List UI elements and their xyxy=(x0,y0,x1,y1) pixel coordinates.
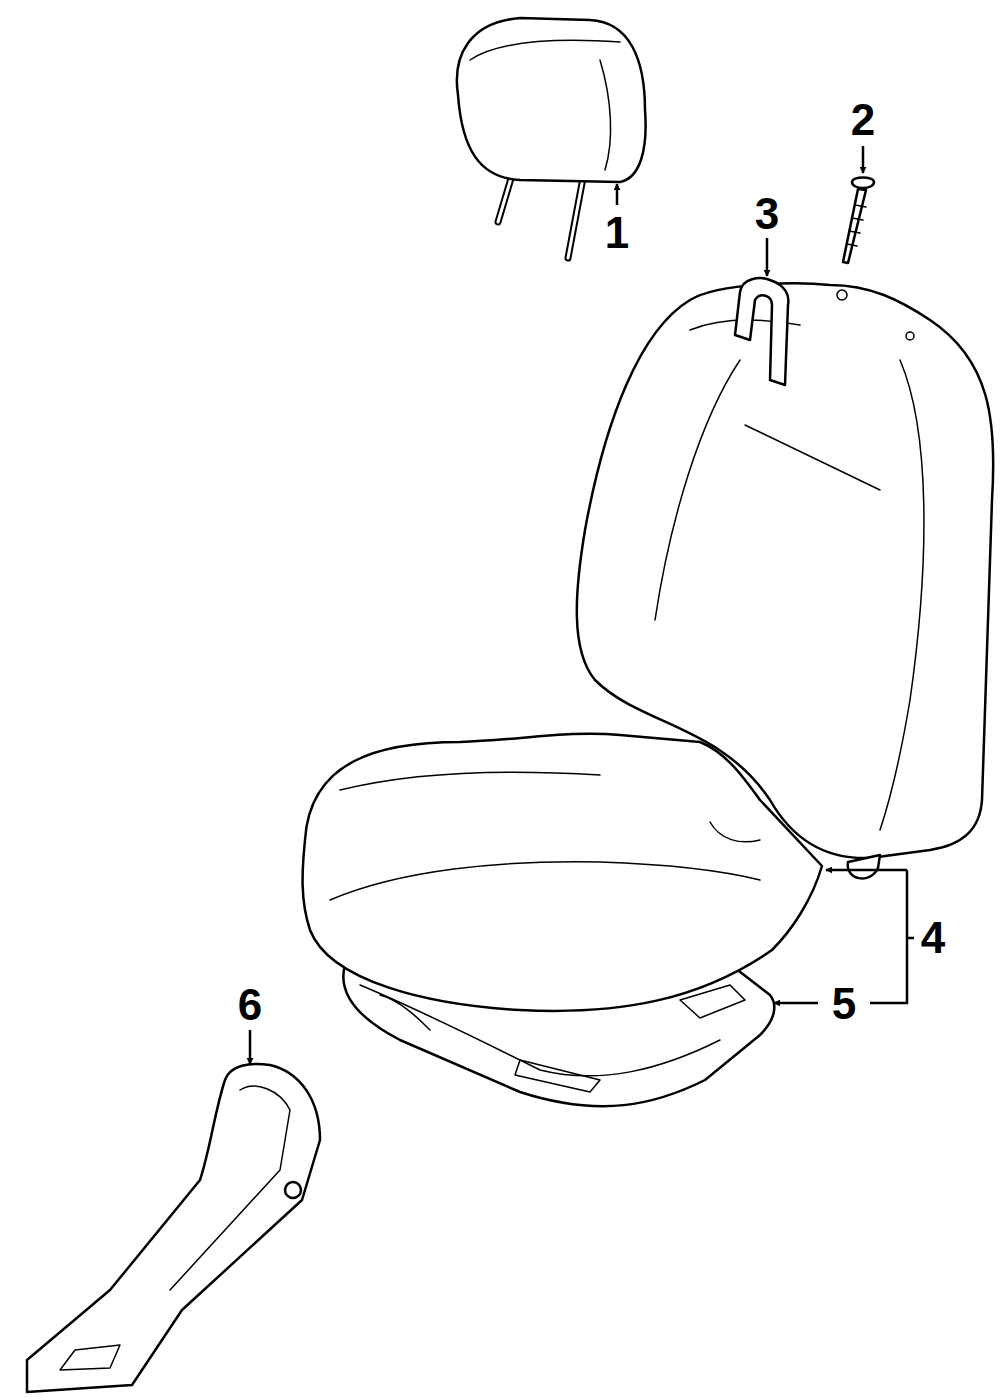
leader-lines xyxy=(250,146,914,1064)
callout-number: 2 xyxy=(851,98,875,142)
headrest xyxy=(457,18,646,182)
side-cover xyxy=(27,1064,320,1392)
screw xyxy=(843,178,874,264)
headrest-posts xyxy=(498,175,583,258)
headrest-guide xyxy=(735,278,788,385)
callout-number: 1 xyxy=(605,211,629,255)
callout-number: 3 xyxy=(755,192,779,236)
seat-cushion xyxy=(303,734,822,1011)
callout-number: 5 xyxy=(832,982,856,1026)
callout-number: 6 xyxy=(238,983,262,1027)
callout-number: 4 xyxy=(921,916,945,960)
